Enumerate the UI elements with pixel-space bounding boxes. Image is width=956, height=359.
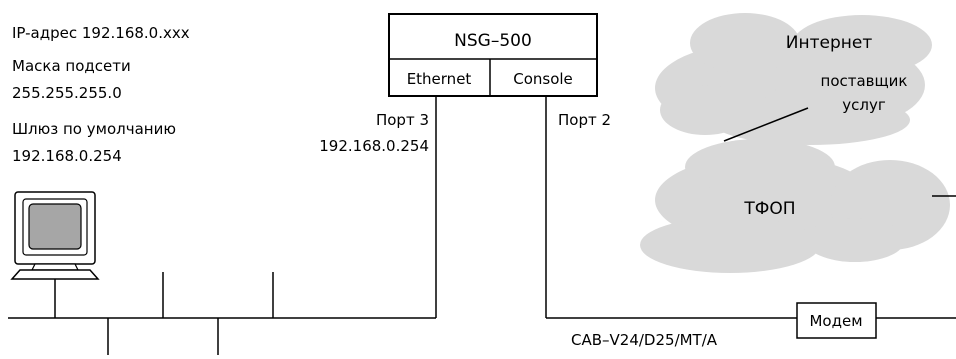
subnet-mask-value: 255.255.255.0 <box>12 84 122 102</box>
pstn-label: ТФОП <box>743 199 795 219</box>
ip-address-text: IP-адрес 192.168.0.xxx <box>12 24 190 42</box>
connection-lines <box>8 95 956 355</box>
internet-label: Интернет <box>786 33 873 53</box>
computer-icon <box>10 191 100 280</box>
port-console-label: Console <box>513 70 573 88</box>
pstn-cloud <box>640 139 950 273</box>
internet-cloud <box>655 13 932 145</box>
port2-label: Порт 2 <box>558 111 611 129</box>
subnet-mask-label: Маска подсети <box>12 57 131 75</box>
modem-box <box>796 302 877 339</box>
modem: Модем <box>796 302 877 339</box>
monitor-screen <box>28 203 82 250</box>
gateway-value: 192.168.0.254 <box>12 147 122 165</box>
pc-settings: IP-адрес 192.168.0.xxx Маска подсети 255… <box>12 24 190 165</box>
modem-label: Модем <box>809 312 862 330</box>
gateway-label: Шлюз по умолчанию <box>12 120 176 138</box>
device-box <box>388 13 598 97</box>
nsg-device: NSG–500 Ethernet Console <box>388 13 598 97</box>
provider-label-line1: поставщик <box>821 72 908 90</box>
port3-label: Порт 3 <box>376 111 429 129</box>
device-name: NSG–500 <box>454 31 532 51</box>
cable-label: CAB–V24/D25/MT/A <box>571 331 718 349</box>
internet-pstn-link <box>723 107 809 142</box>
port3-ip: 192.168.0.254 <box>319 137 429 155</box>
provider-label-line2: услуг <box>842 96 886 114</box>
port-ethernet-label: Ethernet <box>407 70 472 88</box>
